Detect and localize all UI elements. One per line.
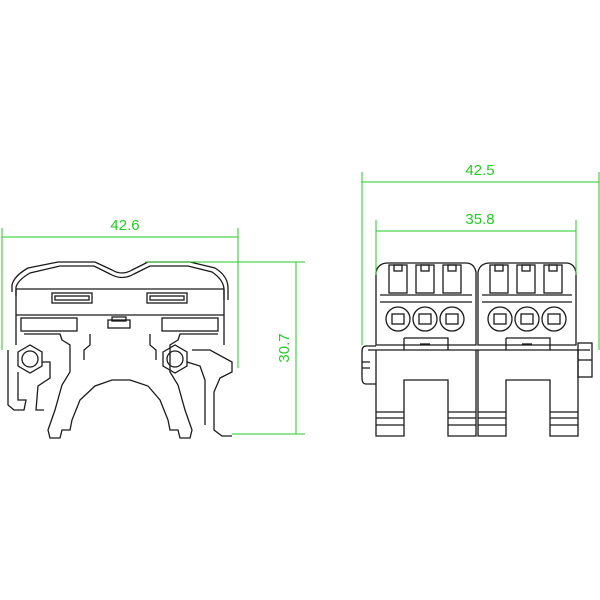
module2-clips xyxy=(489,264,563,294)
front-overall-width-label: 42.5 xyxy=(465,162,494,179)
front-view xyxy=(361,262,593,437)
front-dimensions xyxy=(361,172,600,350)
side-height-label: 30.7 xyxy=(276,333,293,362)
side-dimensions xyxy=(1,228,305,435)
module1-ports xyxy=(385,306,465,332)
front-body-width-label: 35.8 xyxy=(465,211,494,228)
side-width-label: 42.6 xyxy=(110,217,139,234)
side-view xyxy=(7,261,233,439)
module1-clips xyxy=(388,264,462,294)
module2-ports xyxy=(487,306,567,332)
